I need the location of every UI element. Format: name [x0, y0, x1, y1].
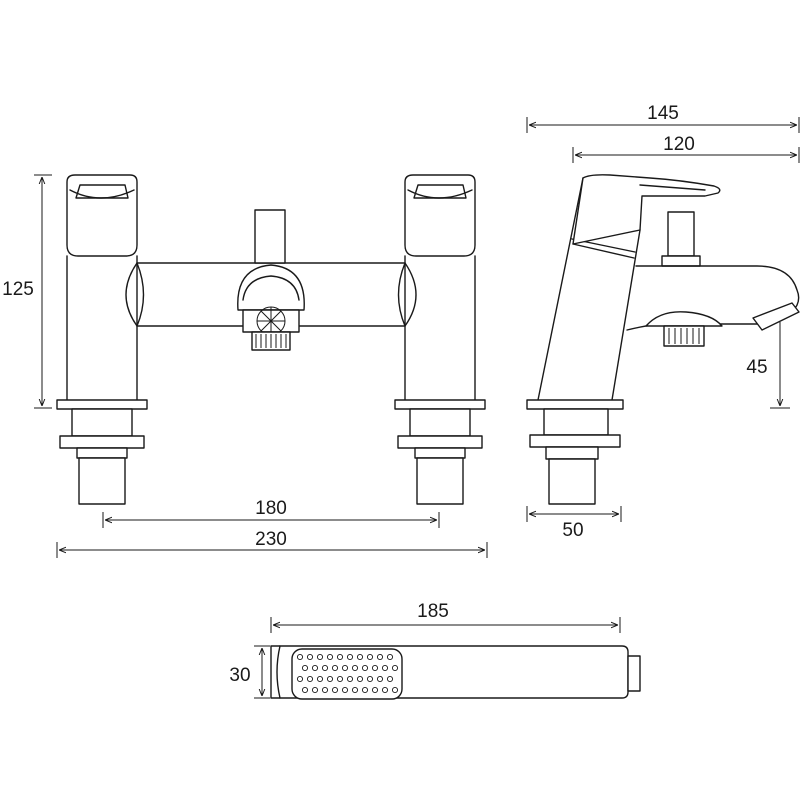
nozzle-dot: [341, 686, 349, 694]
nozzle-dot: [326, 653, 334, 661]
dim-handset-diameter: 30: [229, 665, 250, 686]
nozzle-dot: [391, 664, 399, 672]
dim-front-height: 125: [2, 279, 34, 300]
side-spout: [626, 265, 800, 347]
nozzle-dot: [296, 653, 304, 661]
dimension-labels: 125 180 230 145 120 45 50 185 30: [2, 103, 767, 686]
shower-handset: [270, 645, 641, 700]
nozzle-dot: [331, 686, 339, 694]
hose-outlet: [237, 264, 305, 351]
nozzle-dot: [361, 664, 369, 672]
nozzle-dot: [351, 686, 359, 694]
front-view: [56, 174, 486, 505]
nozzle-dot: [391, 686, 399, 694]
dim-side-height: 45: [746, 357, 767, 378]
diverter-knob: [254, 209, 286, 264]
side-view: [526, 174, 800, 505]
dimension-lines: [34, 117, 800, 699]
nozzle-dot: [366, 653, 374, 661]
nozzle-dot: [356, 675, 364, 683]
dim-handset-length: 185: [417, 601, 449, 622]
spray-nozzles: [296, 653, 399, 694]
nozzle-dot: [331, 664, 339, 672]
nozzle-dot: [336, 675, 344, 683]
dim-side-spout: 120: [663, 134, 695, 155]
nozzle-dot: [386, 675, 394, 683]
right-tap-pillar: [394, 174, 486, 505]
nozzle-dot: [371, 664, 379, 672]
nozzle-dot: [346, 653, 354, 661]
nozzle-dot: [376, 653, 384, 661]
nozzle-dot: [321, 664, 329, 672]
side-diverter: [661, 211, 701, 267]
nozzle-dot: [316, 653, 324, 661]
dim-side-total: 145: [647, 103, 679, 124]
nozzle-dot: [371, 686, 379, 694]
dim-front-centres: 180: [255, 498, 287, 519]
nozzle-dot: [326, 675, 334, 683]
nozzle-dot: [366, 675, 374, 683]
side-base: [526, 399, 624, 505]
nozzle-dot: [311, 664, 319, 672]
nozzle-dot: [311, 686, 319, 694]
nozzle-dot: [356, 653, 364, 661]
nozzle-dot: [351, 664, 359, 672]
side-lever: [572, 174, 721, 245]
nozzle-dot: [306, 653, 314, 661]
nozzle-dot: [301, 686, 309, 694]
dim-front-width: 230: [255, 529, 287, 550]
nozzle-dot: [386, 653, 394, 661]
nozzle-dot: [301, 664, 309, 672]
nozzle-dot: [341, 664, 349, 672]
nozzle-dot: [321, 686, 329, 694]
nozzle-dot: [381, 686, 389, 694]
nozzle-dot: [336, 653, 344, 661]
nozzle-dot: [346, 675, 354, 683]
nozzle-dot: [376, 675, 384, 683]
left-tap-pillar: [56, 174, 148, 505]
nozzle-dot: [306, 675, 314, 683]
nozzle-dot: [381, 664, 389, 672]
nozzle-dot: [296, 675, 304, 683]
nozzle-dot: [316, 675, 324, 683]
dim-side-base: 50: [562, 520, 583, 541]
nozzle-dot: [361, 686, 369, 694]
